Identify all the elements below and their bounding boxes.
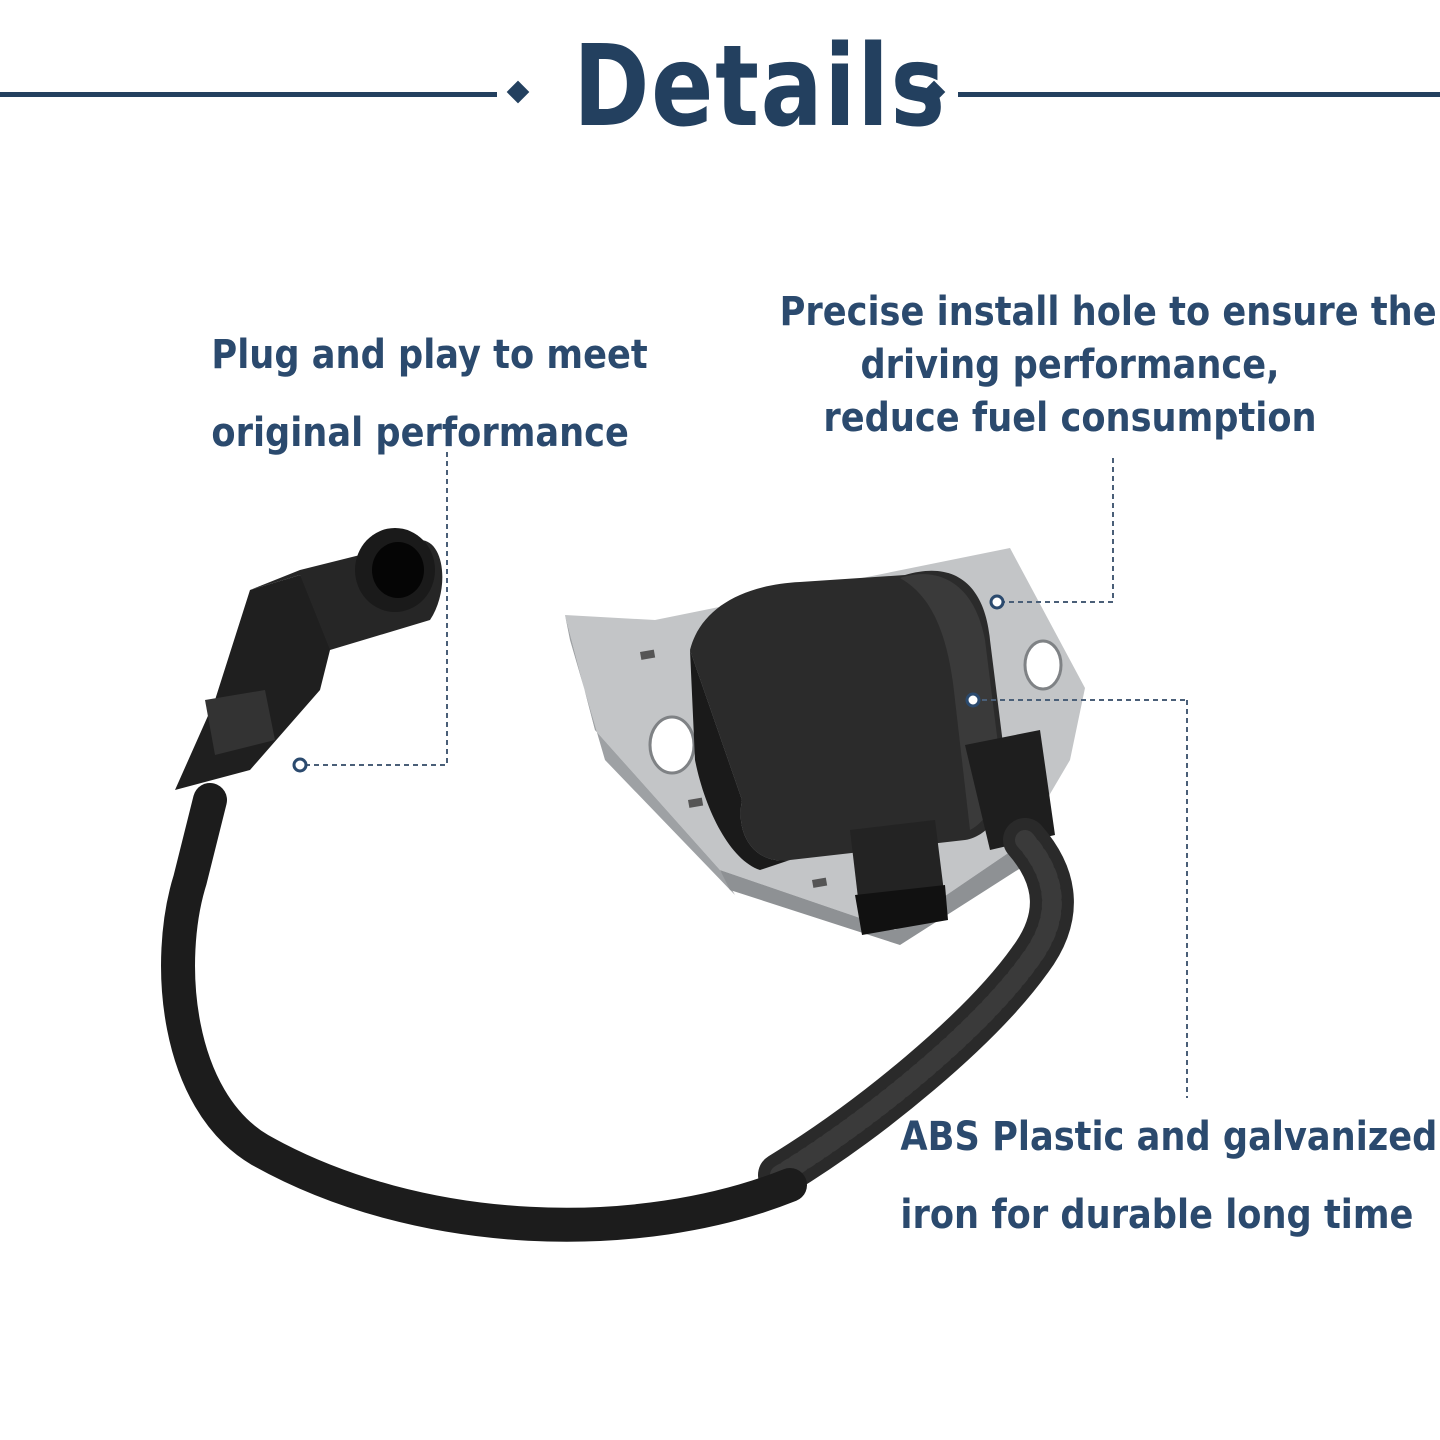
- callout-line: reduce fuel consumption: [823, 395, 1317, 441]
- callout-line: Precise install hole to ensure the: [779, 289, 1437, 335]
- callout-plug-and-play: Plug and play to meet original performan…: [185, 316, 648, 472]
- callout-line: Plug and play to meet: [211, 332, 648, 378]
- callout-line: original performance: [211, 410, 629, 456]
- callout-material: ABS Plastic and galvanized iron for dura…: [868, 1098, 1438, 1254]
- callout-dot: [965, 692, 981, 708]
- callout-install-hole: Precise install hole to ensure the drivi…: [740, 286, 1437, 445]
- header-rule-right: [958, 92, 1440, 97]
- callout-line: driving performance,: [860, 342, 1280, 388]
- callout-line: ABS Plastic and galvanized: [900, 1114, 1438, 1160]
- callout-dot: [989, 594, 1005, 610]
- header-rule-left: [0, 92, 497, 97]
- callout-line: iron for durable long time: [900, 1192, 1414, 1238]
- callout-dot: [292, 757, 308, 773]
- header-banner: Details: [0, 0, 1440, 190]
